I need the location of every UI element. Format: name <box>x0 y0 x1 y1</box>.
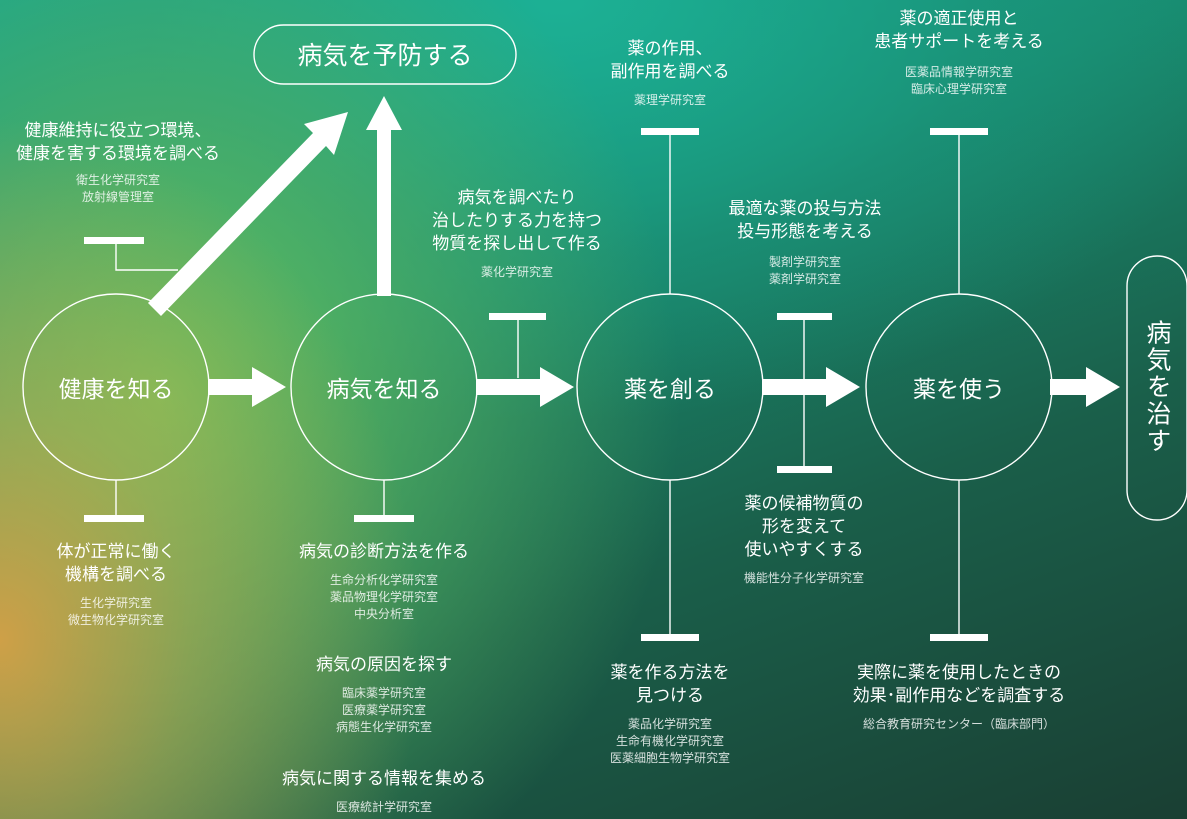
lab-name: 医薬品情報学研究室 <box>904 65 1013 79</box>
lab-name: 臨床薬学研究室 <box>341 686 426 700</box>
topic-heading-line: 見つける <box>635 686 704 706</box>
topic-heading-line: 薬を作る方法を <box>610 663 730 683</box>
connector-bars <box>84 128 988 641</box>
lab-name: 総合教育研究センター（臨床部門） <box>862 717 1055 731</box>
lab-name: 生命分析化学研究室 <box>329 573 438 587</box>
topic-heading-line: 健康を害する環境を調べる <box>16 144 220 164</box>
lab-name: 臨床心理学研究室 <box>910 82 1007 96</box>
pill-cure-disease <box>1126 255 1187 521</box>
topic-heading-line: 使いやすくする <box>744 540 864 560</box>
node-use-drug: 薬を使う <box>913 377 1005 403</box>
lab-name: 薬品物理化学研究室 <box>329 590 438 604</box>
topic-heading-line: 効果･副作用などを調査する <box>852 686 1066 706</box>
topic-heading-line: 病気を調べたり <box>457 188 577 208</box>
topic-information: 病気に関する情報を集める 医療統計学研究室 <box>282 768 486 816</box>
arrow-health-to-disease <box>208 367 286 407</box>
topic-heading-line: 形を変えて <box>761 517 847 537</box>
lab-name: 衛生化学研究室 <box>75 173 160 187</box>
node-create-drug: 薬を創る <box>624 377 716 403</box>
node-know-disease: 病気を知る <box>326 377 442 403</box>
topic-find-substances: 病気を調べたり 治したりする力を持つ 物質を探し出して作る 薬化学研究室 <box>432 187 602 281</box>
topic-drug-action: 薬の作用、 副作用を調べる 薬理学研究室 <box>611 38 730 109</box>
lab-name: 医療統計学研究室 <box>335 800 432 814</box>
topic-heading-line: 病気の原因を探す <box>316 655 452 675</box>
topic-heading-line: 治したりする力を持つ <box>432 211 602 231</box>
topic-proper-use: 薬の適正使用と 患者サポートを考える 医薬品情報学研究室 臨床心理学研究室 <box>874 8 1044 98</box>
topic-heading-line: 薬の作用、 <box>627 39 713 59</box>
lab-name: 生命有機化学研究室 <box>615 734 725 748</box>
topic-diagnosis: 病気の診断方法を作る 生命分析化学研究室 薬品物理化学研究室 中央分析室 <box>299 541 469 623</box>
lab-name: 機能性分子化学研究室 <box>743 571 865 585</box>
topic-heading-line: 体が正常に働く <box>56 542 176 562</box>
lab-name: 薬品化学研究室 <box>627 717 713 731</box>
arrow-use-to-cure <box>1050 367 1120 407</box>
node-cure-disease: 病気を治す <box>1143 319 1172 455</box>
arrow-health-to-prevent <box>148 112 348 316</box>
arrow-disease-to-drug <box>476 367 574 407</box>
topic-heading-line: 物質を探し出して作る <box>432 234 602 254</box>
node-know-health: 健康を知る <box>58 377 174 403</box>
topic-manufacture: 薬を作る方法を 見つける 薬品化学研究室 生命有機化学研究室 医薬細胞生物学研究… <box>610 662 730 767</box>
pill-prevent-disease <box>253 24 517 85</box>
topic-body-mechanism: 体が正常に働く 機構を調べる 生化学研究室 微生物化学研究室 <box>57 541 176 629</box>
topic-dosage: 最適な薬の投与方法 投与形態を考える 製剤学研究室 薬剤学研究室 <box>729 198 882 288</box>
lab-name: 生化学研究室 <box>79 596 152 610</box>
topic-heading-line: 最適な薬の投与方法 <box>728 199 882 219</box>
connector-lines <box>115 132 960 638</box>
lab-name: 中央分析室 <box>353 607 414 621</box>
lab-name: 薬理学研究室 <box>633 93 706 107</box>
lab-name: 放射線管理室 <box>81 190 154 204</box>
topic-heading-line: 副作用を調べる <box>610 62 730 82</box>
lab-name: 病態生化学研究室 <box>335 720 432 734</box>
topic-heading-line: 健康維持に役立つ環境、 <box>24 121 212 141</box>
topic-heading-line: 病気に関する情報を集める <box>282 769 486 789</box>
lab-name: 微生物化学研究室 <box>67 613 164 627</box>
topic-cause: 病気の原因を探す 臨床薬学研究室 医療薬学研究室 病態生化学研究室 <box>316 654 452 736</box>
lab-name: 薬化学研究室 <box>480 265 553 279</box>
lab-name: 医療薬学研究室 <box>341 703 426 717</box>
topic-heading-line: 患者サポートを考える <box>874 32 1044 52</box>
topic-modify: 薬の候補物質の 形を変えて 使いやすくする 機能性分子化学研究室 <box>744 493 864 587</box>
topic-heading-line: 薬の適正使用と <box>899 9 1019 29</box>
node-prevent-disease: 病気を予防する <box>297 41 473 70</box>
topic-environment: 健康維持に役立つ環境、 健康を害する環境を調べる 衛生化学研究室 放射線管理室 <box>16 120 220 206</box>
arrow-drug-to-use <box>762 367 860 407</box>
topic-heading-line: 機構を調べる <box>65 565 167 585</box>
topic-clinical: 実際に薬を使用したときの 効果･副作用などを調査する 総合教育研究センター（臨床… <box>853 662 1066 733</box>
topic-heading-line: 病気の診断方法を作る <box>299 542 469 562</box>
topic-heading-line: 実際に薬を使用したときの <box>857 663 1061 683</box>
lab-name: 薬剤学研究室 <box>768 272 841 286</box>
topic-heading-line: 投与形態を考える <box>737 222 873 242</box>
arrow-disease-to-prevent <box>366 96 402 296</box>
lab-name: 製剤学研究室 <box>768 255 841 269</box>
topic-heading-line: 薬の候補物質の <box>744 494 864 514</box>
lab-name: 医薬細胞生物学研究室 <box>609 751 731 765</box>
